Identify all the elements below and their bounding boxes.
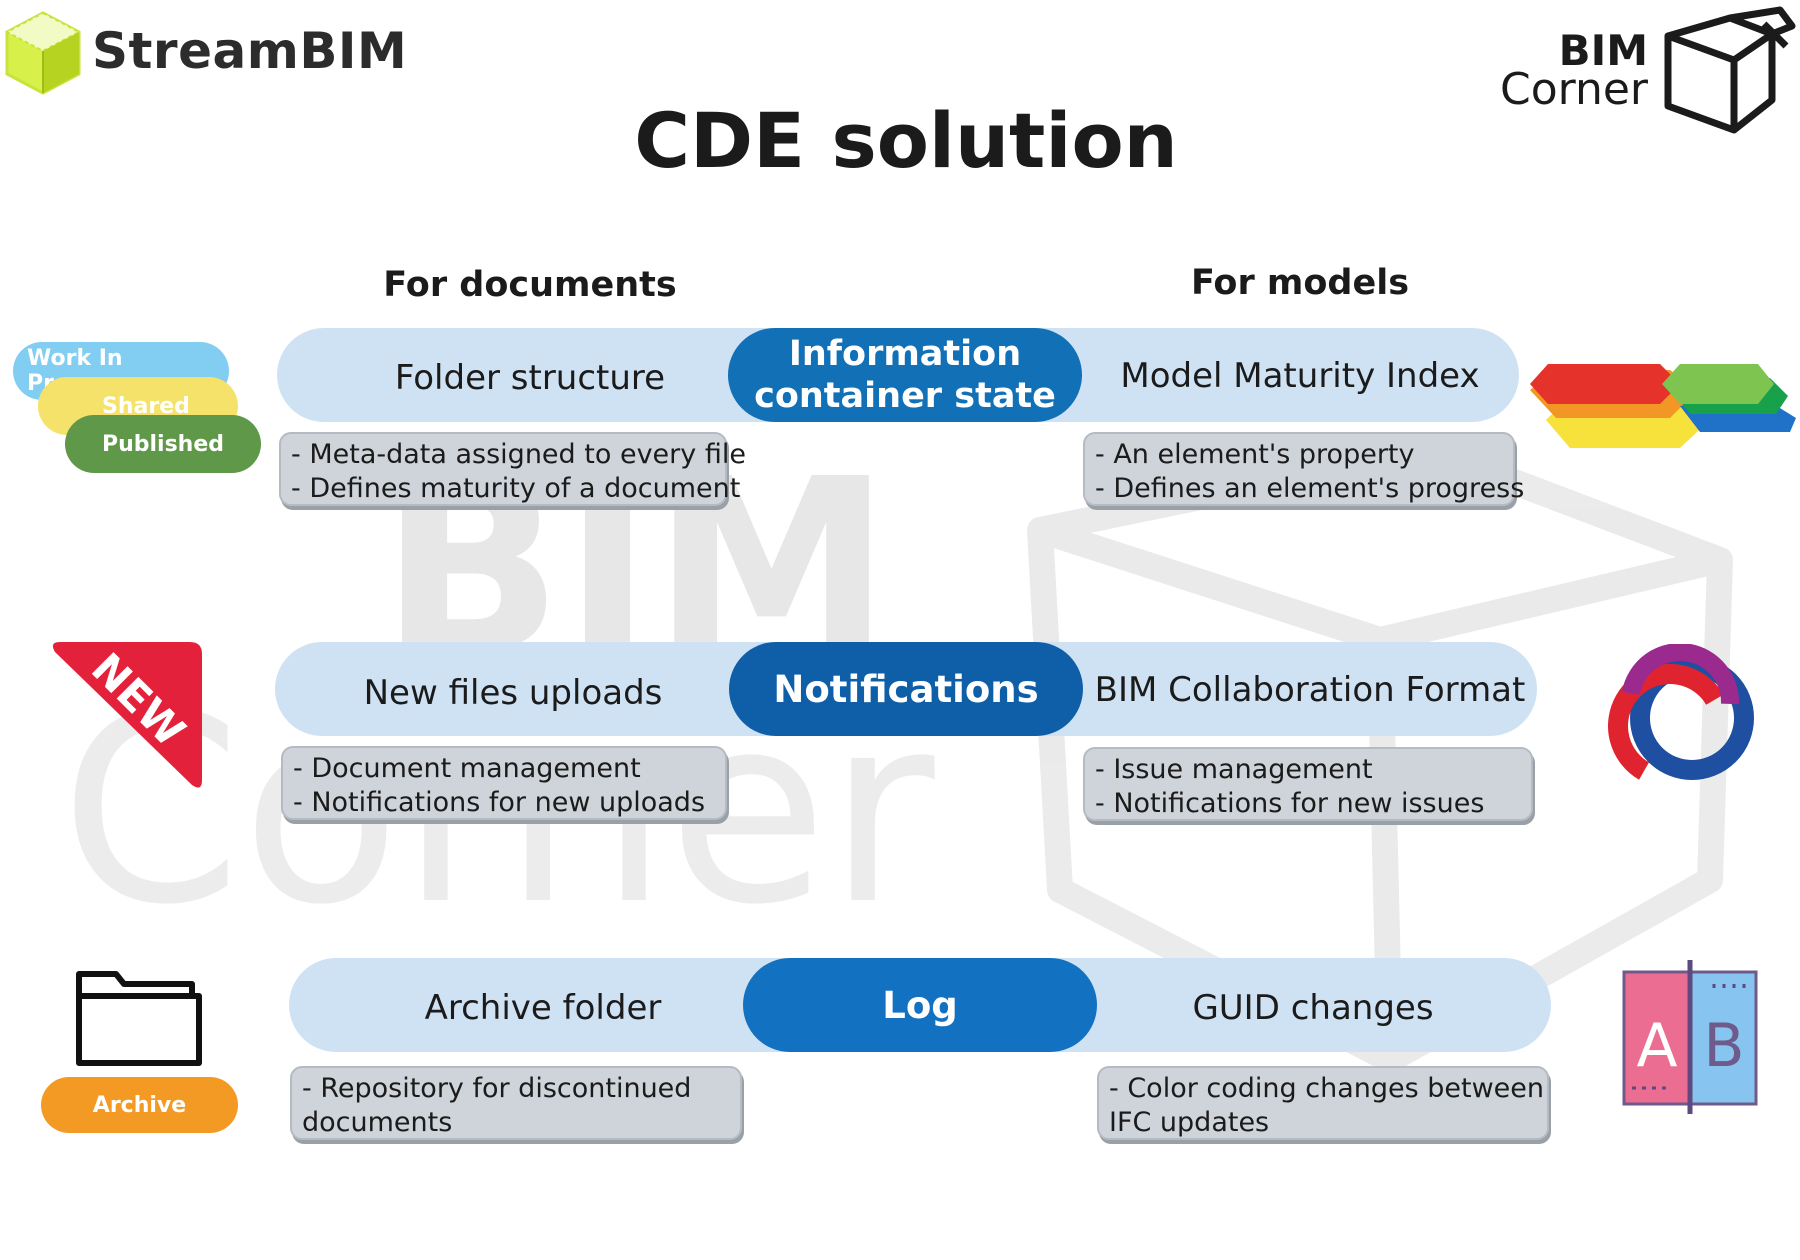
folder-structure-label: Folder structure bbox=[394, 358, 666, 398]
column-heading-documents: For documents bbox=[383, 265, 677, 305]
note-line: - Defines an element's progress bbox=[1095, 473, 1525, 505]
note-bim-collaboration-format: - Issue management - Notifications for n… bbox=[1083, 747, 1533, 821]
archive-folder-label: Archive folder bbox=[424, 988, 662, 1028]
information-container-state-pill: Information container state bbox=[728, 328, 1082, 422]
note-line: - Document management bbox=[293, 753, 641, 784]
archive-tag: Archive bbox=[41, 1077, 238, 1133]
note-line: IFC updates bbox=[1109, 1107, 1270, 1139]
bim-corner-logo-line2: Corner bbox=[1499, 64, 1648, 115]
notifications-pill: Notifications bbox=[729, 642, 1083, 736]
note-line: documents bbox=[302, 1107, 453, 1139]
note-line: - Repository for discontinued bbox=[302, 1073, 692, 1104]
note-line: - Notifications for new uploads bbox=[293, 787, 706, 819]
bim-corner-logo-line1: BIM bbox=[1558, 26, 1648, 75]
note-guid-changes: - Color coding changes between IFC updat… bbox=[1097, 1066, 1549, 1140]
brand-name: StreamBIM bbox=[92, 22, 408, 80]
bim-collaboration-format-label: BIM Collaboration Format bbox=[1094, 670, 1526, 710]
bcf-logo-icon bbox=[1608, 644, 1754, 788]
note-line: - Notifications for new issues bbox=[1095, 788, 1485, 820]
note-new-files-uploads: - Document management - Notifications fo… bbox=[281, 746, 727, 820]
pill-line-2: container state bbox=[754, 376, 1056, 416]
ab-letter-b: B bbox=[1703, 1011, 1744, 1081]
ab-letter-a: A bbox=[1636, 1011, 1677, 1081]
streambim-cube-icon bbox=[4, 11, 82, 95]
status-tag-published: Published bbox=[65, 415, 261, 473]
note-line: - Meta-data assigned to every file bbox=[291, 439, 746, 470]
note-model-maturity: - An element's property - Defines an ele… bbox=[1083, 432, 1525, 506]
maturity-blocks-icon bbox=[1530, 364, 1796, 448]
guid-changes-label: GUID changes bbox=[1192, 988, 1434, 1028]
model-maturity-index-label: Model Maturity Index bbox=[1120, 356, 1480, 396]
note-line: - Color coding changes between bbox=[1109, 1073, 1545, 1104]
page-title: CDE solution bbox=[634, 96, 1178, 185]
new-files-uploads-label: New files uploads bbox=[363, 673, 663, 713]
note-line: - Defines maturity of a document bbox=[291, 473, 741, 505]
note-line: - Issue management bbox=[1095, 754, 1373, 785]
note-folder-structure: - Meta-data assigned to every file - Def… bbox=[279, 432, 746, 506]
column-heading-models: For models bbox=[1190, 263, 1410, 303]
note-line: - An element's property bbox=[1095, 439, 1415, 470]
bim-corner-box-icon bbox=[1664, 6, 1796, 134]
pill-line-1: Information bbox=[788, 334, 1022, 374]
note-archive-folder: - Repository for discontinued documents bbox=[290, 1066, 742, 1140]
ab-compare-icon: A B bbox=[1622, 960, 1758, 1114]
folder-icon bbox=[76, 971, 202, 1066]
log-pill: Log bbox=[743, 958, 1097, 1052]
new-badge-icon: NEW bbox=[52, 642, 202, 788]
